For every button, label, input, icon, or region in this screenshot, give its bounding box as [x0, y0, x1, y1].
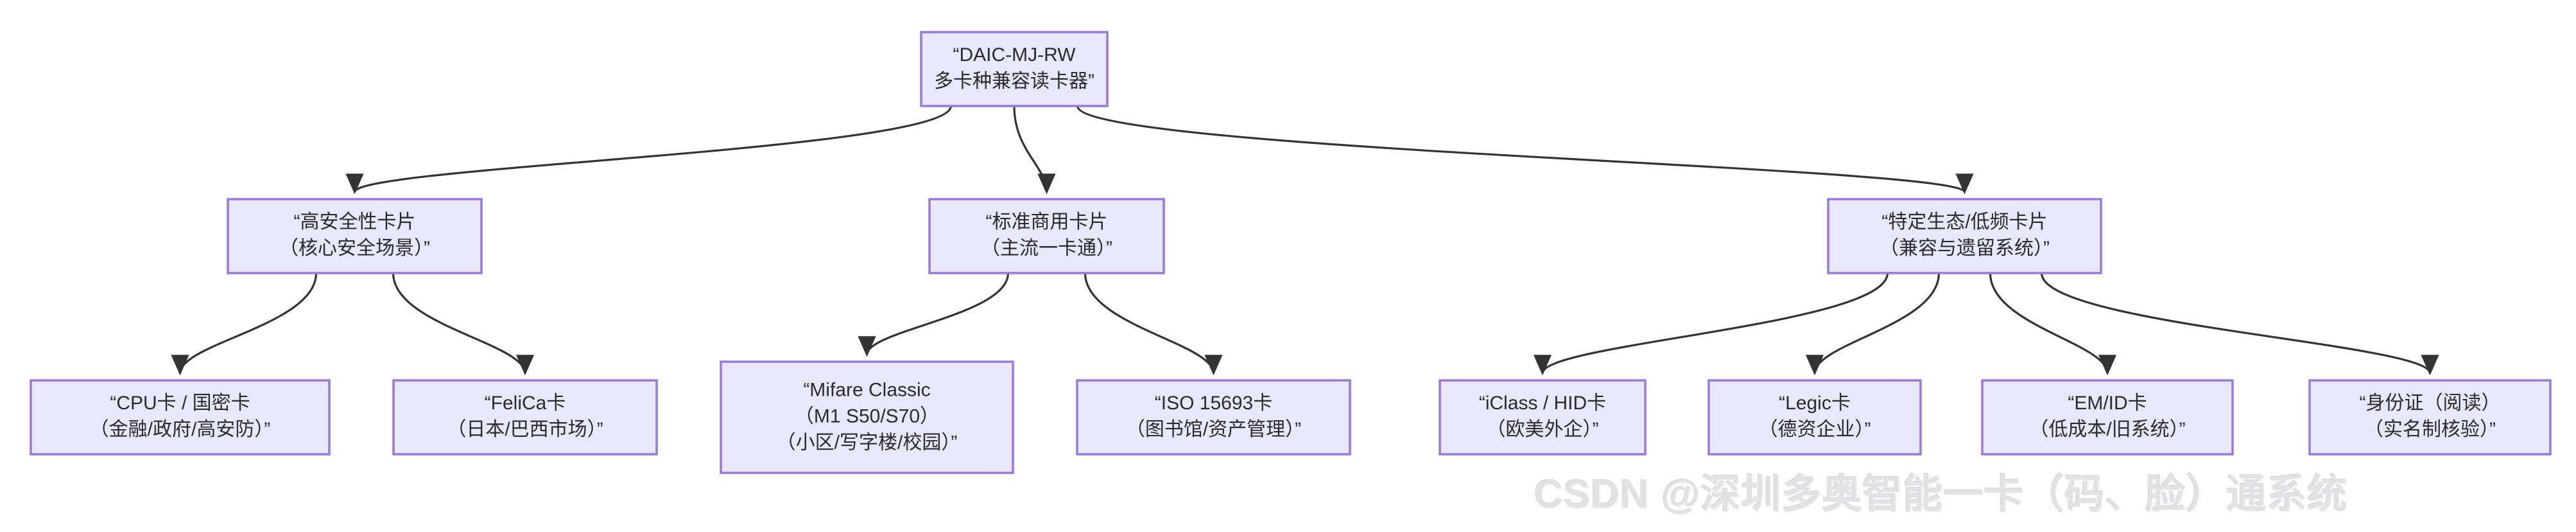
- node-box-root: [920, 31, 1109, 107]
- node-label-leaf1-line2: （金融/政府/高安防）”: [90, 419, 271, 440]
- node-layer: “DAIC-MJ-RW 多卡种兼容读卡器” “高安全性卡片 （核心安全场景）” “标准商…: [30, 31, 2552, 474]
- flow-edge-cat1-to-leaf1: [171, 272, 318, 376]
- flow-node-leaf5[interactable]: “iClass / HID卡 （欧美外企）”: [1439, 379, 1647, 456]
- node-box-leaf7: [1981, 379, 2234, 456]
- node-label-leaf2-line1: “FeliCa卡: [485, 393, 566, 414]
- node-label-leaf6-line1: “Legic卡: [1779, 393, 1851, 414]
- node-label-leaf5-line2: （欧美外企）”: [1487, 419, 1599, 440]
- node-label-root-line2: 多卡种兼容读卡器”: [934, 71, 1094, 92]
- flow-edge-cat1-to-leaf2: [392, 272, 534, 376]
- flow-node-leaf3[interactable]: “Mifare Classic （M1 S50/S70） （小区/写字楼/校园）”: [720, 360, 1014, 474]
- node-label-leaf3-line2: （M1 S50/S70）: [795, 405, 939, 427]
- node-label-leaf8-line1: “身份证（阅读）: [2360, 393, 2501, 414]
- flow-edge-root-to-cat3: [1076, 105, 1973, 195]
- node-box-leaf4: [1076, 379, 1351, 456]
- node-label-leaf2-line2: （日本/巴西市场）”: [447, 419, 603, 440]
- flow-node-cat2[interactable]: “标准商用卡片 （主流一卡通）”: [928, 198, 1165, 274]
- flow-edge-cat2-to-leaf4: [1084, 272, 1223, 376]
- node-label-leaf7-line1: “EM/ID卡: [2068, 393, 2147, 414]
- node-box-cat2: [928, 198, 1165, 274]
- flow-node-leaf4[interactable]: “ISO 15693卡 （图书馆/资产管理）”: [1076, 379, 1351, 456]
- flow-edge-cat3-to-leaf7: [1989, 272, 2116, 376]
- flow-node-leaf7[interactable]: “EM/ID卡 （低成本/旧系统）”: [1981, 379, 2234, 456]
- flow-node-root[interactable]: “DAIC-MJ-RW 多卡种兼容读卡器”: [920, 31, 1109, 107]
- flow-node-cat1[interactable]: “高安全性卡片 （核心安全场景）”: [227, 198, 483, 274]
- node-box-leaf3: [720, 360, 1014, 474]
- flow-edge-root-to-cat2: [1013, 105, 1056, 195]
- node-label-leaf3-line3: （小区/写字楼/校园）”: [777, 432, 958, 453]
- node-label-leaf1-line1: “CPU卡 / 国密卡: [110, 393, 250, 414]
- node-label-leaf3-line1: “Mifare Classic: [803, 379, 930, 400]
- node-label-cat2-line1: “标准商用卡片: [986, 211, 1108, 233]
- node-label-leaf7-line2: （低成本/旧系统）”: [2029, 419, 2185, 440]
- node-box-leaf8: [2308, 379, 2552, 456]
- node-box-leaf6: [1707, 379, 1922, 456]
- node-label-cat2-line2: （主流一卡通）”: [981, 238, 1112, 259]
- flow-node-leaf8[interactable]: “身份证（阅读） （实名制核验）”: [2308, 379, 2552, 456]
- flow-edge-cat3-to-leaf6: [1806, 272, 1941, 376]
- node-box-cat1: [227, 198, 483, 274]
- node-label-leaf4-line2: （图书馆/资产管理）”: [1126, 419, 1301, 440]
- node-box-leaf1: [30, 379, 331, 456]
- node-label-cat1-line1: “高安全性卡片: [294, 211, 416, 233]
- node-box-leaf2: [392, 379, 658, 456]
- flow-node-leaf2[interactable]: “FeliCa卡 （日本/巴西市场）”: [392, 379, 658, 456]
- node-label-leaf4-line1: “ISO 15693卡: [1155, 393, 1272, 414]
- node-label-cat3-line2: （兼容与遗留系统）”: [1880, 238, 2050, 259]
- node-label-root-line1: “DAIC-MJ-RW: [953, 44, 1076, 66]
- flow-edge-cat3-to-leaf8: [2040, 272, 2439, 376]
- flow-edge-cat2-to-leaf3: [858, 272, 1010, 357]
- flow-node-cat3[interactable]: “特定生态/低频卡片 （兼容与遗留系统）”: [1827, 198, 2102, 274]
- node-label-leaf6-line2: （德资企业）”: [1759, 419, 1871, 440]
- node-label-cat1-line2: （核心安全场景）”: [279, 238, 430, 259]
- node-label-cat3-line1: “特定生态/低频卡片: [1881, 211, 2047, 233]
- node-box-cat3: [1827, 198, 2102, 274]
- flow-node-leaf1[interactable]: “CPU卡 / 国密卡 （金融/政府/高安防）”: [30, 379, 331, 456]
- node-box-leaf5: [1439, 379, 1647, 456]
- flow-edge-cat3-to-leaf5: [1534, 272, 1889, 376]
- flow-edge-root-to-cat1: [346, 105, 952, 195]
- node-label-leaf5-line1: “iClass / HID卡: [1479, 393, 1606, 414]
- edge-layer: [171, 105, 2439, 376]
- flow-node-leaf6[interactable]: “Legic卡 （德资企业）”: [1707, 379, 1922, 456]
- node-label-leaf8-line2: （实名制核验）”: [2364, 419, 2496, 440]
